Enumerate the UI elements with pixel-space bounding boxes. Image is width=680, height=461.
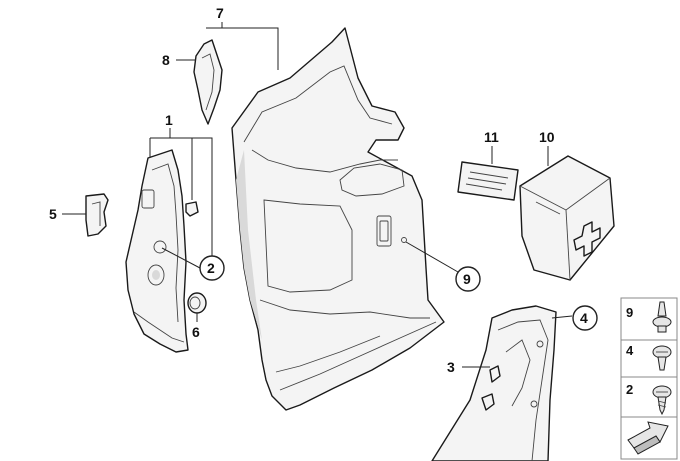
callout-7: 7 xyxy=(216,5,224,21)
callout-8: 8 xyxy=(162,52,170,68)
callout-6: 6 xyxy=(192,324,200,340)
push-clip-icon xyxy=(652,301,672,333)
legend-label-0: 9 xyxy=(626,305,633,320)
first-aid-kit-part-10 xyxy=(519,155,615,281)
legend-label-1: 4 xyxy=(626,343,634,358)
expanding-rivet-icon xyxy=(652,345,672,371)
next-page-arrow-icon[interactable] xyxy=(627,421,669,455)
upper-trim-piece-part-8 xyxy=(193,39,223,125)
fastener-legend: 9 4 2 xyxy=(620,297,678,460)
callout-4: 4 xyxy=(580,310,588,326)
legend-label-2: 2 xyxy=(626,382,633,397)
callout-2-circle: 2 xyxy=(199,255,225,281)
screw-icon xyxy=(652,385,672,416)
callout-9: 9 xyxy=(463,271,471,287)
callout-1: 1 xyxy=(165,112,173,128)
callouts: 7 8 1 5 6 11 10 3 2 9 4 xyxy=(49,5,598,375)
callout-5: 5 xyxy=(49,206,57,222)
callout-10: 10 xyxy=(539,129,555,145)
callout-3: 3 xyxy=(447,359,455,375)
label-card-part-11 xyxy=(457,161,519,201)
lower-pillar-trim-part-3 xyxy=(431,305,557,461)
grommet-part-6 xyxy=(187,292,207,314)
callout-11: 11 xyxy=(484,129,499,145)
callout-2: 2 xyxy=(207,260,215,276)
trunk-side-trim-part-7 xyxy=(231,27,445,411)
callout-4-circle: 4 xyxy=(572,305,598,331)
callout-9-circle: 9 xyxy=(455,266,481,292)
bracket-part-5 xyxy=(85,193,109,237)
pillar-trim-part-1 xyxy=(125,149,199,353)
leader-lines xyxy=(62,22,573,368)
